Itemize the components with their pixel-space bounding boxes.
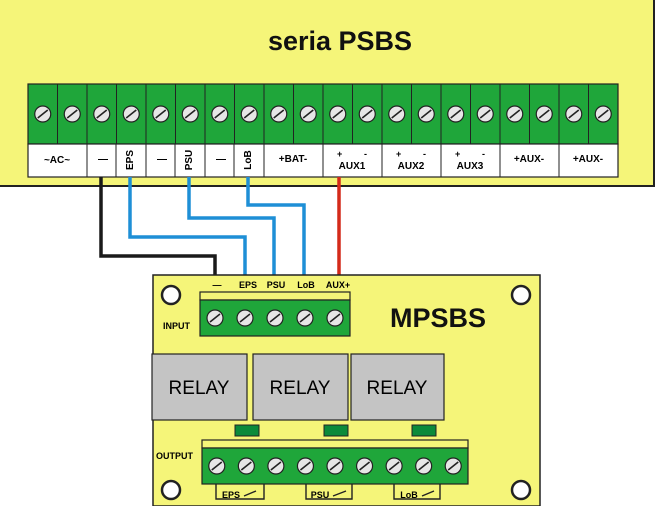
aux1-minus: -	[364, 149, 367, 159]
output-screw-4	[296, 457, 315, 475]
label-aux-b: +AUX-	[573, 154, 603, 165]
label-aux2: AUX2	[398, 161, 425, 172]
psbs-screw-11	[328, 105, 347, 123]
psbs-screw-10	[299, 105, 318, 123]
label-aux3: AUX3	[457, 161, 484, 172]
output-screw-8	[414, 457, 433, 475]
mount-hole-tr	[510, 284, 532, 306]
output-screw-6	[355, 457, 374, 475]
mount-hole-tl	[160, 284, 182, 306]
aux2-minus: -	[423, 149, 426, 159]
label-ac: ~AC~	[44, 155, 70, 166]
psbs-screw-14	[417, 105, 436, 123]
output-screw-2	[237, 457, 256, 475]
label-psu: PSU	[184, 150, 195, 171]
psbs-screw-2	[63, 105, 82, 123]
input-screw-4	[296, 309, 314, 327]
aux1-plus: +	[337, 149, 342, 159]
psbs-screw-13	[387, 105, 406, 123]
psbs-screw-19	[564, 105, 583, 123]
relay-1-label: RELAY	[169, 378, 230, 399]
mount-hole-bl	[160, 479, 182, 501]
output-screw-5	[326, 457, 344, 475]
output-group-eps: EPS	[222, 490, 240, 500]
psbs-board: seria PSBS ~AC~ — EPS — PSU — LoB +BAT- …	[0, 0, 655, 187]
wires	[99, 177, 341, 284]
mpsbs-board: MPSBS — EPS PSU LoB AUX+ INPUT RELAY REL…	[151, 274, 541, 507]
input-term-eps: EPS	[239, 280, 257, 290]
mount-hole-br	[510, 479, 532, 501]
input-screw-3	[266, 309, 284, 327]
wire-lob	[246, 177, 306, 284]
output-group-psu: PSU	[311, 490, 330, 500]
psbs-screw-17	[505, 105, 524, 123]
led-psu	[323, 424, 349, 437]
output-screw-9	[444, 457, 463, 475]
input-screw-2	[236, 309, 254, 327]
led-lob	[411, 424, 437, 437]
output-label: OUTPUT	[156, 451, 194, 461]
relay-3-label: RELAY	[367, 378, 428, 399]
input-term-psu: PSU	[267, 280, 286, 290]
label-dash-2: —	[157, 154, 167, 165]
wire-eps	[128, 177, 247, 284]
input-term-ground: —	[213, 280, 222, 290]
input-screw-5	[326, 309, 344, 327]
psbs-screw-8	[240, 105, 259, 123]
relay-2	[252, 353, 349, 421]
output-screws	[207, 457, 463, 475]
aux3-minus: -	[482, 149, 485, 159]
input-label: INPUT	[163, 321, 191, 331]
psbs-screw-5	[151, 105, 170, 123]
psbs-screw-18	[535, 105, 554, 123]
psbs-screw-3	[92, 105, 111, 123]
output-screw-7	[385, 457, 403, 475]
label-eps: EPS	[125, 150, 136, 170]
psbs-screw-16	[476, 105, 495, 123]
output-screw-1	[207, 457, 226, 475]
input-term-lob: LoB	[297, 280, 315, 290]
led-eps	[234, 424, 260, 437]
output-screw-3	[267, 457, 285, 475]
psbs-title: seria PSBS	[268, 26, 412, 56]
psbs-screw-12	[358, 105, 377, 123]
psbs-screw-1	[33, 105, 52, 123]
psbs-screw-9	[269, 105, 288, 123]
psbs-screw-6	[181, 105, 200, 123]
relay-1	[151, 353, 248, 421]
output-contact-symbols	[215, 484, 441, 500]
wire-ground	[99, 177, 217, 284]
relay-3	[350, 353, 445, 421]
relay-2-label: RELAY	[270, 378, 331, 399]
psbs-screw-15	[446, 105, 465, 123]
psbs-screw-7	[210, 105, 229, 123]
input-screw-1	[206, 309, 224, 327]
mpsbs-title: MPSBS	[390, 303, 486, 333]
label-bat: +BAT-	[279, 154, 307, 165]
label-dash-1: —	[98, 154, 108, 165]
label-lob: LoB	[243, 150, 254, 169]
psbs-terminal-dividers	[57, 84, 589, 144]
psbs-screw-20	[594, 105, 613, 123]
label-aux-a: +AUX-	[514, 154, 544, 165]
input-term-aux-plus: AUX+	[326, 280, 350, 290]
aux2-plus: +	[396, 149, 401, 159]
label-aux1: AUX1	[339, 161, 366, 172]
aux3-plus: +	[455, 149, 460, 159]
output-group-lob: LoB	[400, 490, 418, 500]
wire-psu	[187, 177, 276, 284]
label-dash-3: —	[216, 154, 226, 165]
psbs-screw-4	[122, 105, 141, 123]
